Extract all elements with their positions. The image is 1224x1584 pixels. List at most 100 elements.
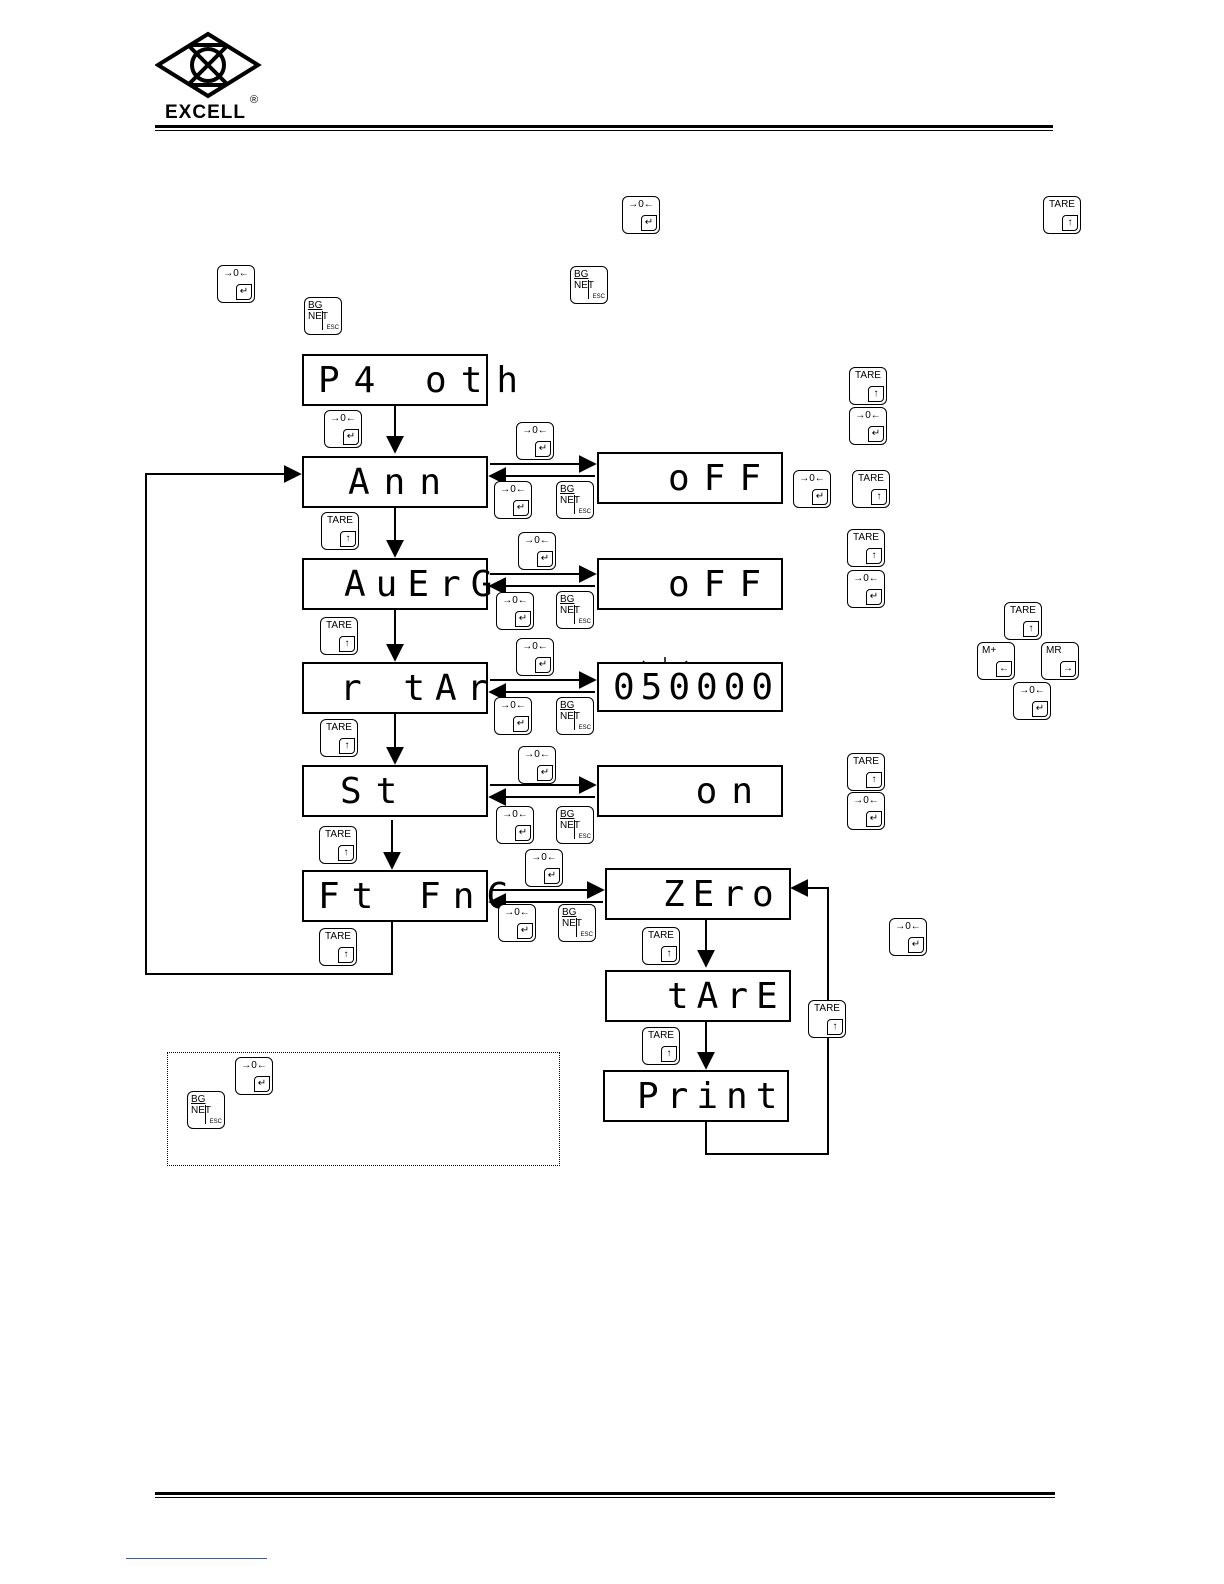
- tare-key[interactable]: TARE ↑: [319, 928, 357, 966]
- esc-label: ESC: [326, 325, 339, 331]
- bgnet-esc-key[interactable]: BG NET ESC: [570, 266, 608, 304]
- footer-link[interactable]: [126, 1557, 267, 1559]
- tare-key[interactable]: TARE ↑: [319, 826, 357, 864]
- net-label: NET: [560, 820, 580, 831]
- net-label: NET: [574, 280, 594, 291]
- up-arrow-icon: ↑: [338, 947, 354, 963]
- bgnet-esc-key[interactable]: BG NET ESC: [304, 297, 342, 335]
- up-arrow-icon: ↑: [340, 531, 356, 547]
- zero-enter-key[interactable]: →0← ↵: [847, 570, 885, 608]
- zero-enter-key[interactable]: →0← ↵: [889, 918, 927, 956]
- zero-icon: →0←: [628, 199, 654, 210]
- lcd-ann-text: Ann: [348, 461, 456, 503]
- zero-enter-key[interactable]: →0← ↵: [847, 792, 885, 830]
- zero-enter-key[interactable]: →0← ↵: [793, 470, 831, 508]
- note-box: [167, 1052, 560, 1166]
- zero-enter-key[interactable]: →0← ↵: [494, 697, 532, 735]
- header-rule-thin: [155, 130, 1053, 131]
- lcd-option-zero-text: ZEro: [663, 873, 782, 915]
- enter-icon: ↵: [517, 923, 533, 939]
- tare-key[interactable]: TARE ↑: [321, 512, 359, 550]
- bgnet-esc-key[interactable]: BG NET ESC: [187, 1091, 225, 1129]
- net-label: NET: [308, 311, 328, 322]
- tare-key[interactable]: TARE ↑: [847, 529, 885, 567]
- tare-label: TARE: [814, 1003, 840, 1014]
- up-arrow-icon: ↑: [1062, 215, 1078, 231]
- enter-icon: ↵: [641, 215, 657, 231]
- header-rule: [155, 125, 1053, 128]
- zero-enter-key[interactable]: →0← ↵: [496, 806, 534, 844]
- tare-key[interactable]: TARE ↑: [852, 470, 890, 508]
- enter-icon: ↵: [866, 589, 882, 605]
- bg-label: BG: [560, 809, 575, 820]
- tare-key[interactable]: TARE ↑: [320, 617, 358, 655]
- loop-back-line: [145, 465, 393, 975]
- footer-rule: [155, 1492, 1055, 1495]
- esc-label: ESC: [578, 619, 591, 625]
- enter-icon: ↵: [1032, 701, 1048, 717]
- enter-icon: ↵: [236, 284, 252, 300]
- enter-icon: ↵: [513, 500, 529, 516]
- zero-enter-key[interactable]: →0← ↵: [518, 532, 556, 570]
- zero-enter-key[interactable]: →0← ↵: [498, 904, 536, 942]
- zero-enter-key[interactable]: →0← ↵: [235, 1057, 273, 1095]
- esc-label: ESC: [209, 1119, 222, 1125]
- tare-key[interactable]: TARE ↑: [1004, 602, 1042, 640]
- tare-key[interactable]: TARE ↑: [849, 367, 887, 405]
- zero-icon: →0←: [502, 809, 528, 820]
- lcd-ann: Ann: [302, 456, 488, 508]
- zero-enter-key[interactable]: →0← ↵: [494, 481, 532, 519]
- bg-label: BG: [191, 1094, 206, 1105]
- tare-key[interactable]: TARE ↑: [847, 753, 885, 791]
- tare-label: TARE: [326, 722, 352, 733]
- zero-enter-key[interactable]: →0← ↵: [849, 407, 887, 445]
- zero-enter-key[interactable]: →0← ↵: [518, 746, 556, 784]
- lcd-p4-oth: P4 oth: [302, 354, 518, 406]
- esc-label: ESC: [580, 932, 593, 938]
- up-arrow-icon: ↑: [1023, 621, 1039, 637]
- zero-enter-key[interactable]: →0← ↵: [324, 410, 362, 448]
- bgnet-esc-key[interactable]: BG NET ESC: [556, 806, 594, 844]
- tare-label: TARE: [327, 515, 353, 526]
- bgnet-esc-key[interactable]: BG NET ESC: [556, 591, 594, 629]
- bgnet-esc-key[interactable]: BG NET ESC: [556, 481, 594, 519]
- zero-enter-key[interactable]: →0← ↵: [1013, 682, 1051, 720]
- tare-key[interactable]: TARE ↑: [642, 1027, 680, 1065]
- lcd-rtar: r tAr: [302, 662, 488, 714]
- net-label: NET: [560, 711, 580, 722]
- enter-icon: ↵: [812, 489, 828, 505]
- zero-enter-key[interactable]: →0← ↵: [622, 196, 660, 234]
- m-plus-key[interactable]: M+ ←: [977, 642, 1015, 680]
- zero-enter-key[interactable]: →0← ↵: [516, 422, 554, 460]
- lcd-averg-text: AuErG: [344, 563, 503, 605]
- tare-key[interactable]: TARE ↑: [808, 1000, 846, 1038]
- lcd-st-text: St: [340, 770, 412, 812]
- tare-label: TARE: [648, 930, 674, 941]
- enter-icon: ↵: [908, 937, 924, 953]
- tare-key[interactable]: TARE ↑: [642, 927, 680, 965]
- zero-icon: →0←: [853, 573, 879, 584]
- tare-label: TARE: [648, 1030, 674, 1041]
- zero-icon: →0←: [241, 1060, 267, 1071]
- tare-key[interactable]: TARE ↑: [1043, 196, 1081, 234]
- esc-label: ESC: [592, 294, 605, 300]
- enter-icon: ↵: [515, 825, 531, 841]
- zero-icon: →0←: [522, 641, 548, 652]
- zero-icon: →0←: [522, 425, 548, 436]
- bgnet-esc-key[interactable]: BG NET ESC: [558, 904, 596, 942]
- bgnet-esc-key[interactable]: BG NET ESC: [556, 697, 594, 735]
- enter-icon: ↵: [535, 657, 551, 673]
- lcd-ann-value-text: oFF: [667, 457, 775, 499]
- zero-enter-key[interactable]: →0← ↵: [525, 849, 563, 887]
- mr-key[interactable]: MR →: [1041, 642, 1079, 680]
- tare-label: TARE: [325, 931, 351, 942]
- zero-enter-key[interactable]: →0← ↵: [217, 265, 255, 303]
- zero-enter-key[interactable]: →0← ↵: [496, 592, 534, 630]
- zero-icon: →0←: [330, 413, 356, 424]
- net-label: NET: [560, 495, 580, 506]
- lcd-st-value: on: [597, 765, 783, 817]
- tare-key[interactable]: TARE ↑: [320, 719, 358, 757]
- enter-icon: ↵: [868, 426, 884, 442]
- zero-enter-key[interactable]: →0← ↵: [516, 638, 554, 676]
- lcd-option-tare-text: tArE: [667, 975, 786, 1017]
